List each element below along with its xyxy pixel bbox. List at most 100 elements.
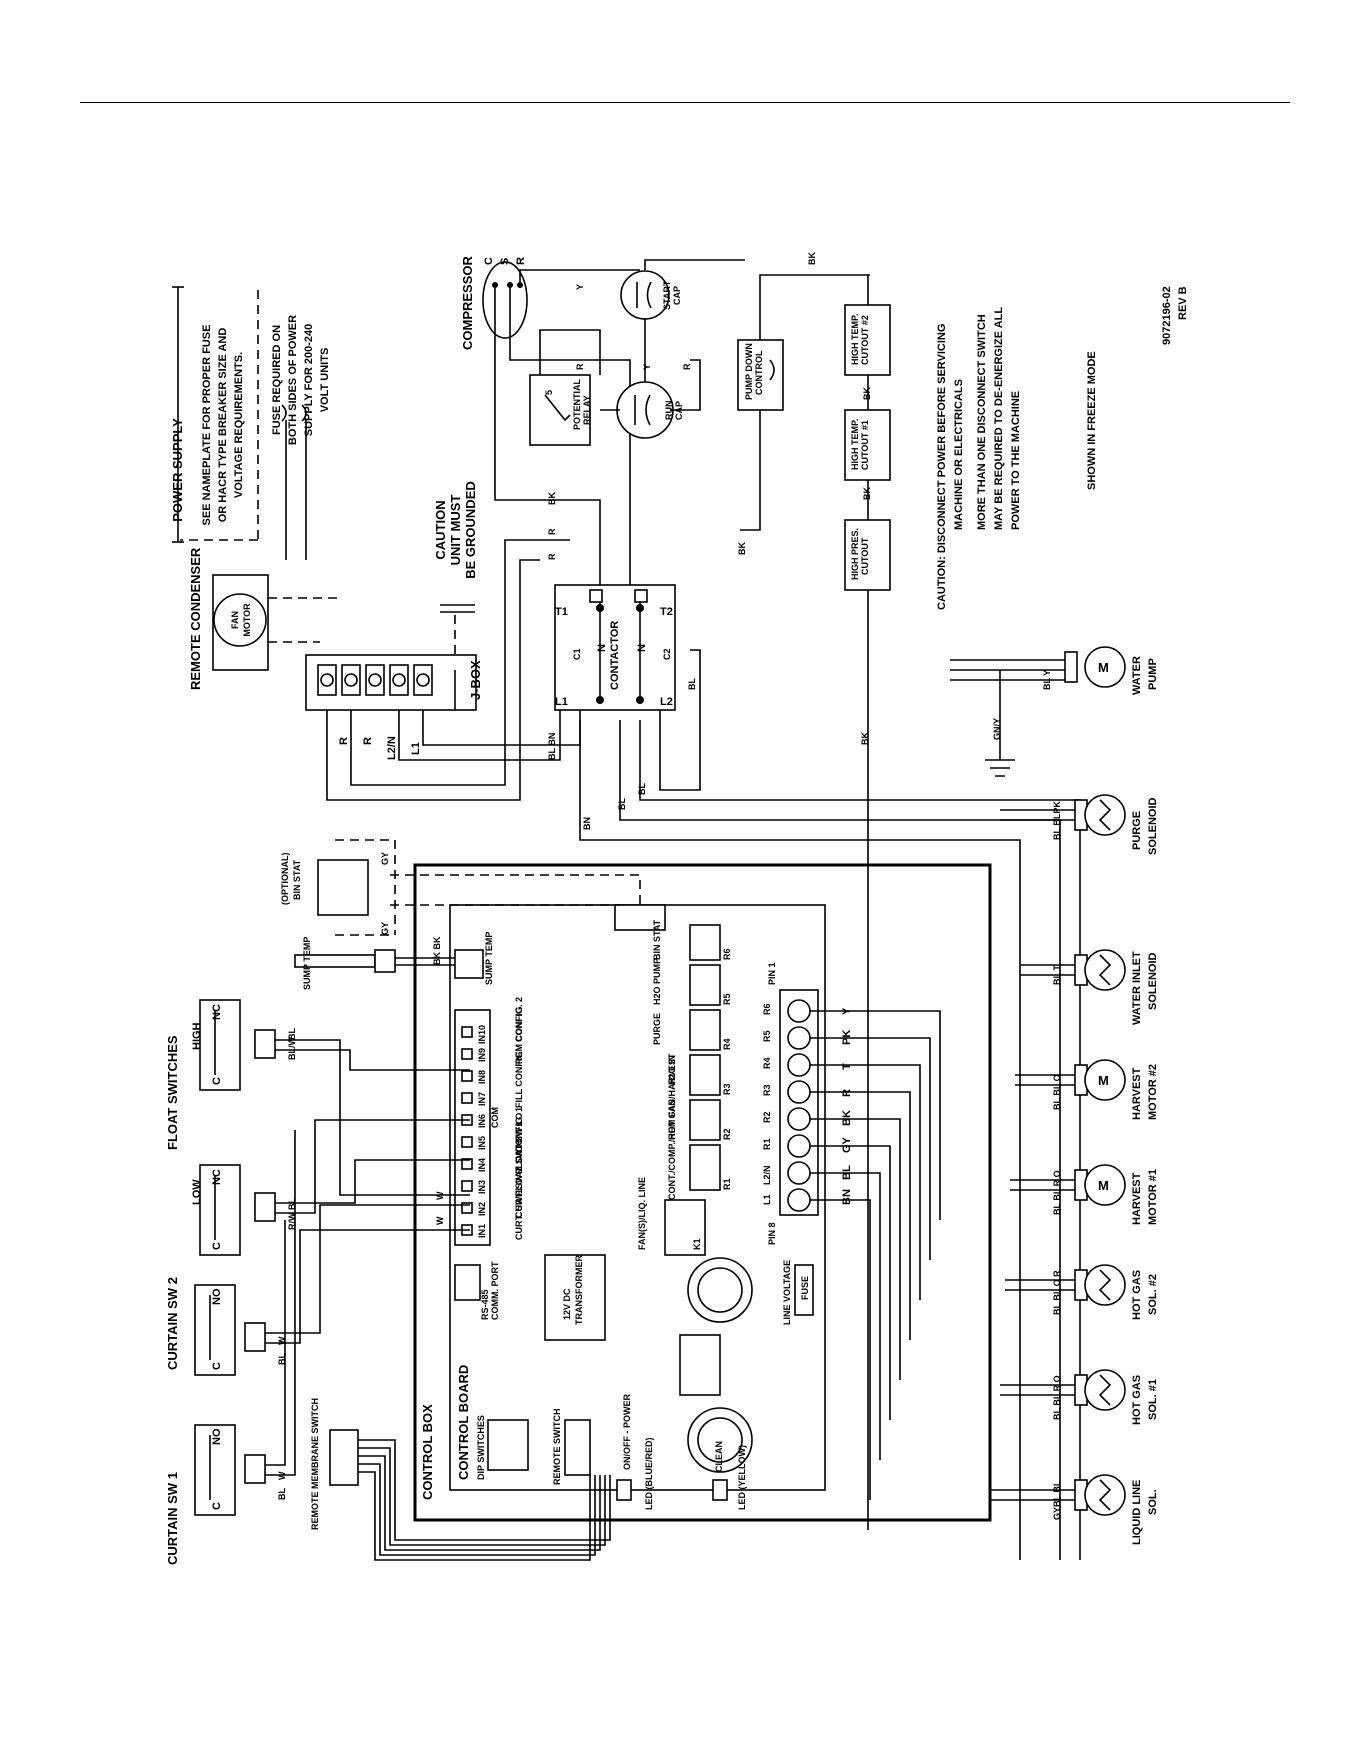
j-box-terminal-row — [317, 664, 433, 696]
load-water-pump-l2: PUMP — [1147, 658, 1159, 690]
wire-label-gy-2: GY — [380, 922, 390, 935]
compressor: COMPRESSOR C S R — [460, 255, 640, 590]
relay-r1 — [689, 1144, 721, 1191]
relay-r5-label: H2O PUMP — [652, 958, 662, 1005]
dip-switches-label: DIP SWITCHES — [476, 1415, 486, 1480]
load-hot-gas2-wires: BL BL O R — [1052, 1270, 1062, 1315]
control-box: CONTROL BOX CONTROL BOARD DIP SWITCHES R… — [413, 863, 992, 1522]
float-low-c: C — [211, 1242, 223, 1250]
wire-label-bk-2: BK — [737, 542, 747, 555]
load-water-inlet-l2: SOLENOID — [1147, 952, 1159, 1010]
mode-note: SHOWN IN FREEZE MODE — [1086, 351, 1098, 490]
relay-r2-label: HOT GAS/HARVEST — [667, 1053, 677, 1140]
contactor-t1: T1 — [555, 606, 568, 618]
fan-motor-symbol — [213, 593, 267, 647]
remote-switch-connector[interactable] — [564, 1419, 591, 1476]
load-harvest1-l2: MOTOR #1 — [1147, 1169, 1159, 1225]
load-hot-gas2-l1: HOT GAS — [1131, 1270, 1143, 1320]
sump-temp-probe: SUMP TEMP BK BK — [294, 936, 455, 990]
connector-pin-r2: R2 — [762, 1111, 772, 1123]
bin-stat-connector[interactable] — [614, 904, 666, 931]
relay-k1-id: K1 — [692, 1238, 702, 1250]
connector-pin-r3: R3 — [762, 1084, 772, 1096]
sump-temp-connector[interactable] — [454, 949, 484, 979]
caution-main-4: MAY BE REQUIRED TO DE-ENERGIZE ALL — [993, 307, 1005, 530]
input-9-label: REM CONFIG — [514, 1007, 524, 1065]
load-liquid-line-l1: LIQUID LINE — [1131, 1480, 1143, 1545]
input-pin-8-label: IN8 — [477, 1070, 487, 1084]
input-5-label: CONFIG. 1 — [514, 1107, 524, 1152]
compressor-c: C — [483, 257, 495, 265]
wire-label-bl-3: BL — [277, 1353, 287, 1365]
high-temp1-label-2: CUTOUT #1 — [860, 420, 870, 470]
curtain-sw2-c: C — [211, 1362, 223, 1370]
clean-button[interactable] — [712, 1479, 728, 1501]
wire-label-w-1: W — [277, 1336, 287, 1345]
on-off-label: ON/OFF - POWER — [622, 1394, 632, 1470]
power-supply-block: POWER SUPPLY SEE NAMEPLATE FOR PROPER FU… — [170, 286, 331, 560]
load-hot-gas1-l2: SOL. #1 — [1147, 1379, 1159, 1420]
load-purge-l2: SOLENOID — [1147, 797, 1159, 855]
input-pin-1-label: IN1 — [477, 1224, 487, 1238]
on-off-button[interactable] — [616, 1479, 632, 1501]
wire-label-bk-1: BK — [547, 492, 557, 505]
ground-symbol — [985, 670, 1015, 777]
connector-pin-l2n: L2/N — [762, 1165, 772, 1185]
wire-label-y-1: Y — [575, 284, 585, 290]
sump-temp-label: SUMP TEMP — [302, 937, 312, 990]
power-supply-title: POWER SUPPLY — [170, 418, 185, 522]
input-6-label: COM — [490, 1107, 500, 1128]
wire-label-bk-5: BK — [862, 487, 872, 500]
high-temp2-label-2: CUTOUT #2 — [860, 315, 870, 365]
svg-text:M: M — [1098, 1178, 1109, 1193]
dip-switches[interactable] — [487, 1419, 529, 1471]
connector-wire-r4: T — [841, 1063, 853, 1070]
fan-motor-label-2: MOTOR — [242, 603, 252, 637]
contactor-body — [554, 584, 676, 711]
wire-label-bkbk: BK BK — [432, 936, 442, 965]
connector-wire-r3: R — [841, 1089, 853, 1097]
connector-pin-r1: R1 — [762, 1138, 772, 1150]
compressor-symbol — [482, 261, 528, 339]
wire-label-w-4: W — [435, 1216, 445, 1225]
caution-ground-3: BE GROUNDED — [463, 481, 478, 579]
control-board-title: CONTROL BOARD — [456, 1365, 471, 1480]
wire-label-bl-4: BL — [277, 1488, 287, 1500]
input-pin-5 — [461, 1136, 473, 1148]
relay-r4-id: R4 — [722, 1038, 732, 1050]
input-2-label: CURT. SW 2 — [514, 1167, 524, 1218]
load-water-inlet-l1: WATER INLET — [1131, 951, 1143, 1025]
remote-switch-label: REMOTE SWITCH — [552, 1409, 562, 1486]
pin-1-label: PIN 1 — [767, 962, 777, 985]
fuse-note-2: BOTH SIDES OF POWER — [287, 315, 299, 445]
contactor: CONTACTOR T1 T2 L1 L2 C1 C2 N N — [554, 584, 676, 711]
potential-relay-label-2: RELAY — [582, 395, 592, 425]
curtain-sw2-no: NO — [211, 1288, 223, 1305]
relay-r6-id: R6 — [722, 948, 732, 960]
load-hot-gas1-l1: HOT GAS — [1131, 1375, 1143, 1425]
float-high-connector — [254, 1029, 276, 1059]
load-harvest-motor-1: M HARVEST MOTOR #1 BL BL R O — [1052, 1164, 1159, 1225]
connector-wire-r2: BK — [841, 1110, 853, 1126]
high-press-label-1: HIGH PRES. — [850, 528, 860, 580]
load-purge-solenoid: PURGE SOLENOID BL BLPK — [1052, 794, 1159, 855]
wire-label-bk-3: BK — [807, 252, 817, 265]
float-low-connector — [254, 1192, 276, 1222]
run-cap-label-1: RUN — [664, 401, 674, 421]
clean-label: CLEAN — [714, 1441, 724, 1472]
contactor-n1: N — [596, 644, 608, 652]
input-pin-10 — [461, 1026, 473, 1038]
load-harvest-motor-2: M HARVEST MOTOR #2 BL BL O — [1052, 1059, 1159, 1120]
board-fuse-label: FUSE — [800, 1276, 810, 1300]
rs485-port[interactable] — [454, 1264, 481, 1301]
input-pin-8 — [461, 1070, 473, 1082]
connector-pin-r6: R6 — [762, 1003, 772, 1015]
relay-r4 — [689, 1009, 721, 1051]
control-board-outline — [449, 904, 826, 1491]
board-fuse — [794, 1264, 814, 1316]
j-box-r1: R — [338, 737, 350, 745]
remote-membrane-label: REMOTE MEMBRANE SWITCH — [310, 1398, 320, 1530]
wire-label-bk-4: BK — [862, 387, 872, 400]
